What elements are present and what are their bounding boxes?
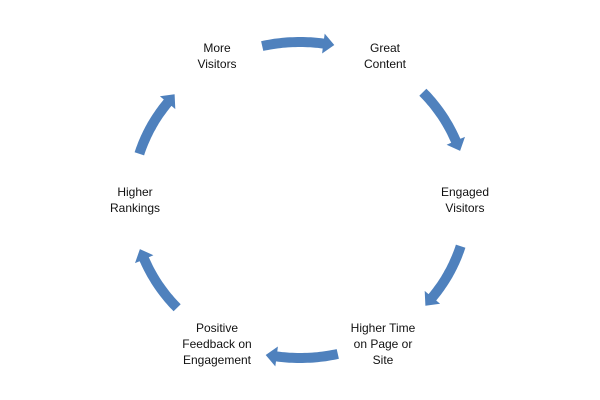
node-higher-rankings-line-1: Higher (117, 185, 153, 199)
node-higher-time-on-page: Higher Time on Page or Site (351, 320, 416, 368)
arrow-great-content-to-engaged-visitors (419, 88, 465, 151)
node-positive-feedback: Positive Feedback on Engagement (182, 320, 251, 368)
node-great-content-line-2: Content (363, 57, 407, 71)
node-more-visitors: More Visitors (197, 40, 236, 72)
node-engaged-visitors: Engaged Visitors (441, 184, 489, 216)
node-higher-time-on-page-line-2: on Page or (353, 337, 413, 351)
arrow-higher-rankings-to-more-visitors (134, 94, 176, 156)
node-higher-time-on-page-line-1: Higher Time (350, 321, 416, 335)
node-great-content-line-1: Great (369, 41, 400, 55)
node-engaged-visitors-line-2: Visitors (445, 201, 485, 215)
node-higher-rankings-line-2: Rankings (109, 201, 161, 215)
node-more-visitors-line-1: More (203, 41, 231, 55)
node-positive-feedback-line-2: Feedback on (182, 337, 252, 351)
node-positive-feedback-line-1: Positive (195, 321, 239, 335)
arrow-more-visitors-to-great-content (261, 33, 335, 54)
node-higher-rankings: Higher Rankings (110, 184, 160, 216)
arrow-positive-feedback-to-higher-rankings (135, 249, 181, 312)
node-engaged-visitors-line-1: Engaged (440, 185, 490, 199)
node-higher-time-on-page-line-3: Site (372, 353, 394, 367)
arrow-higher-time-on-page-to-positive-feedback (265, 346, 339, 367)
arrow-engaged-visitors-to-higher-time-on-page (424, 244, 466, 306)
node-great-content: Great Content (364, 40, 406, 72)
node-more-visitors-line-2: Visitors (197, 57, 237, 71)
node-positive-feedback-line-3: Engagement (182, 353, 252, 367)
